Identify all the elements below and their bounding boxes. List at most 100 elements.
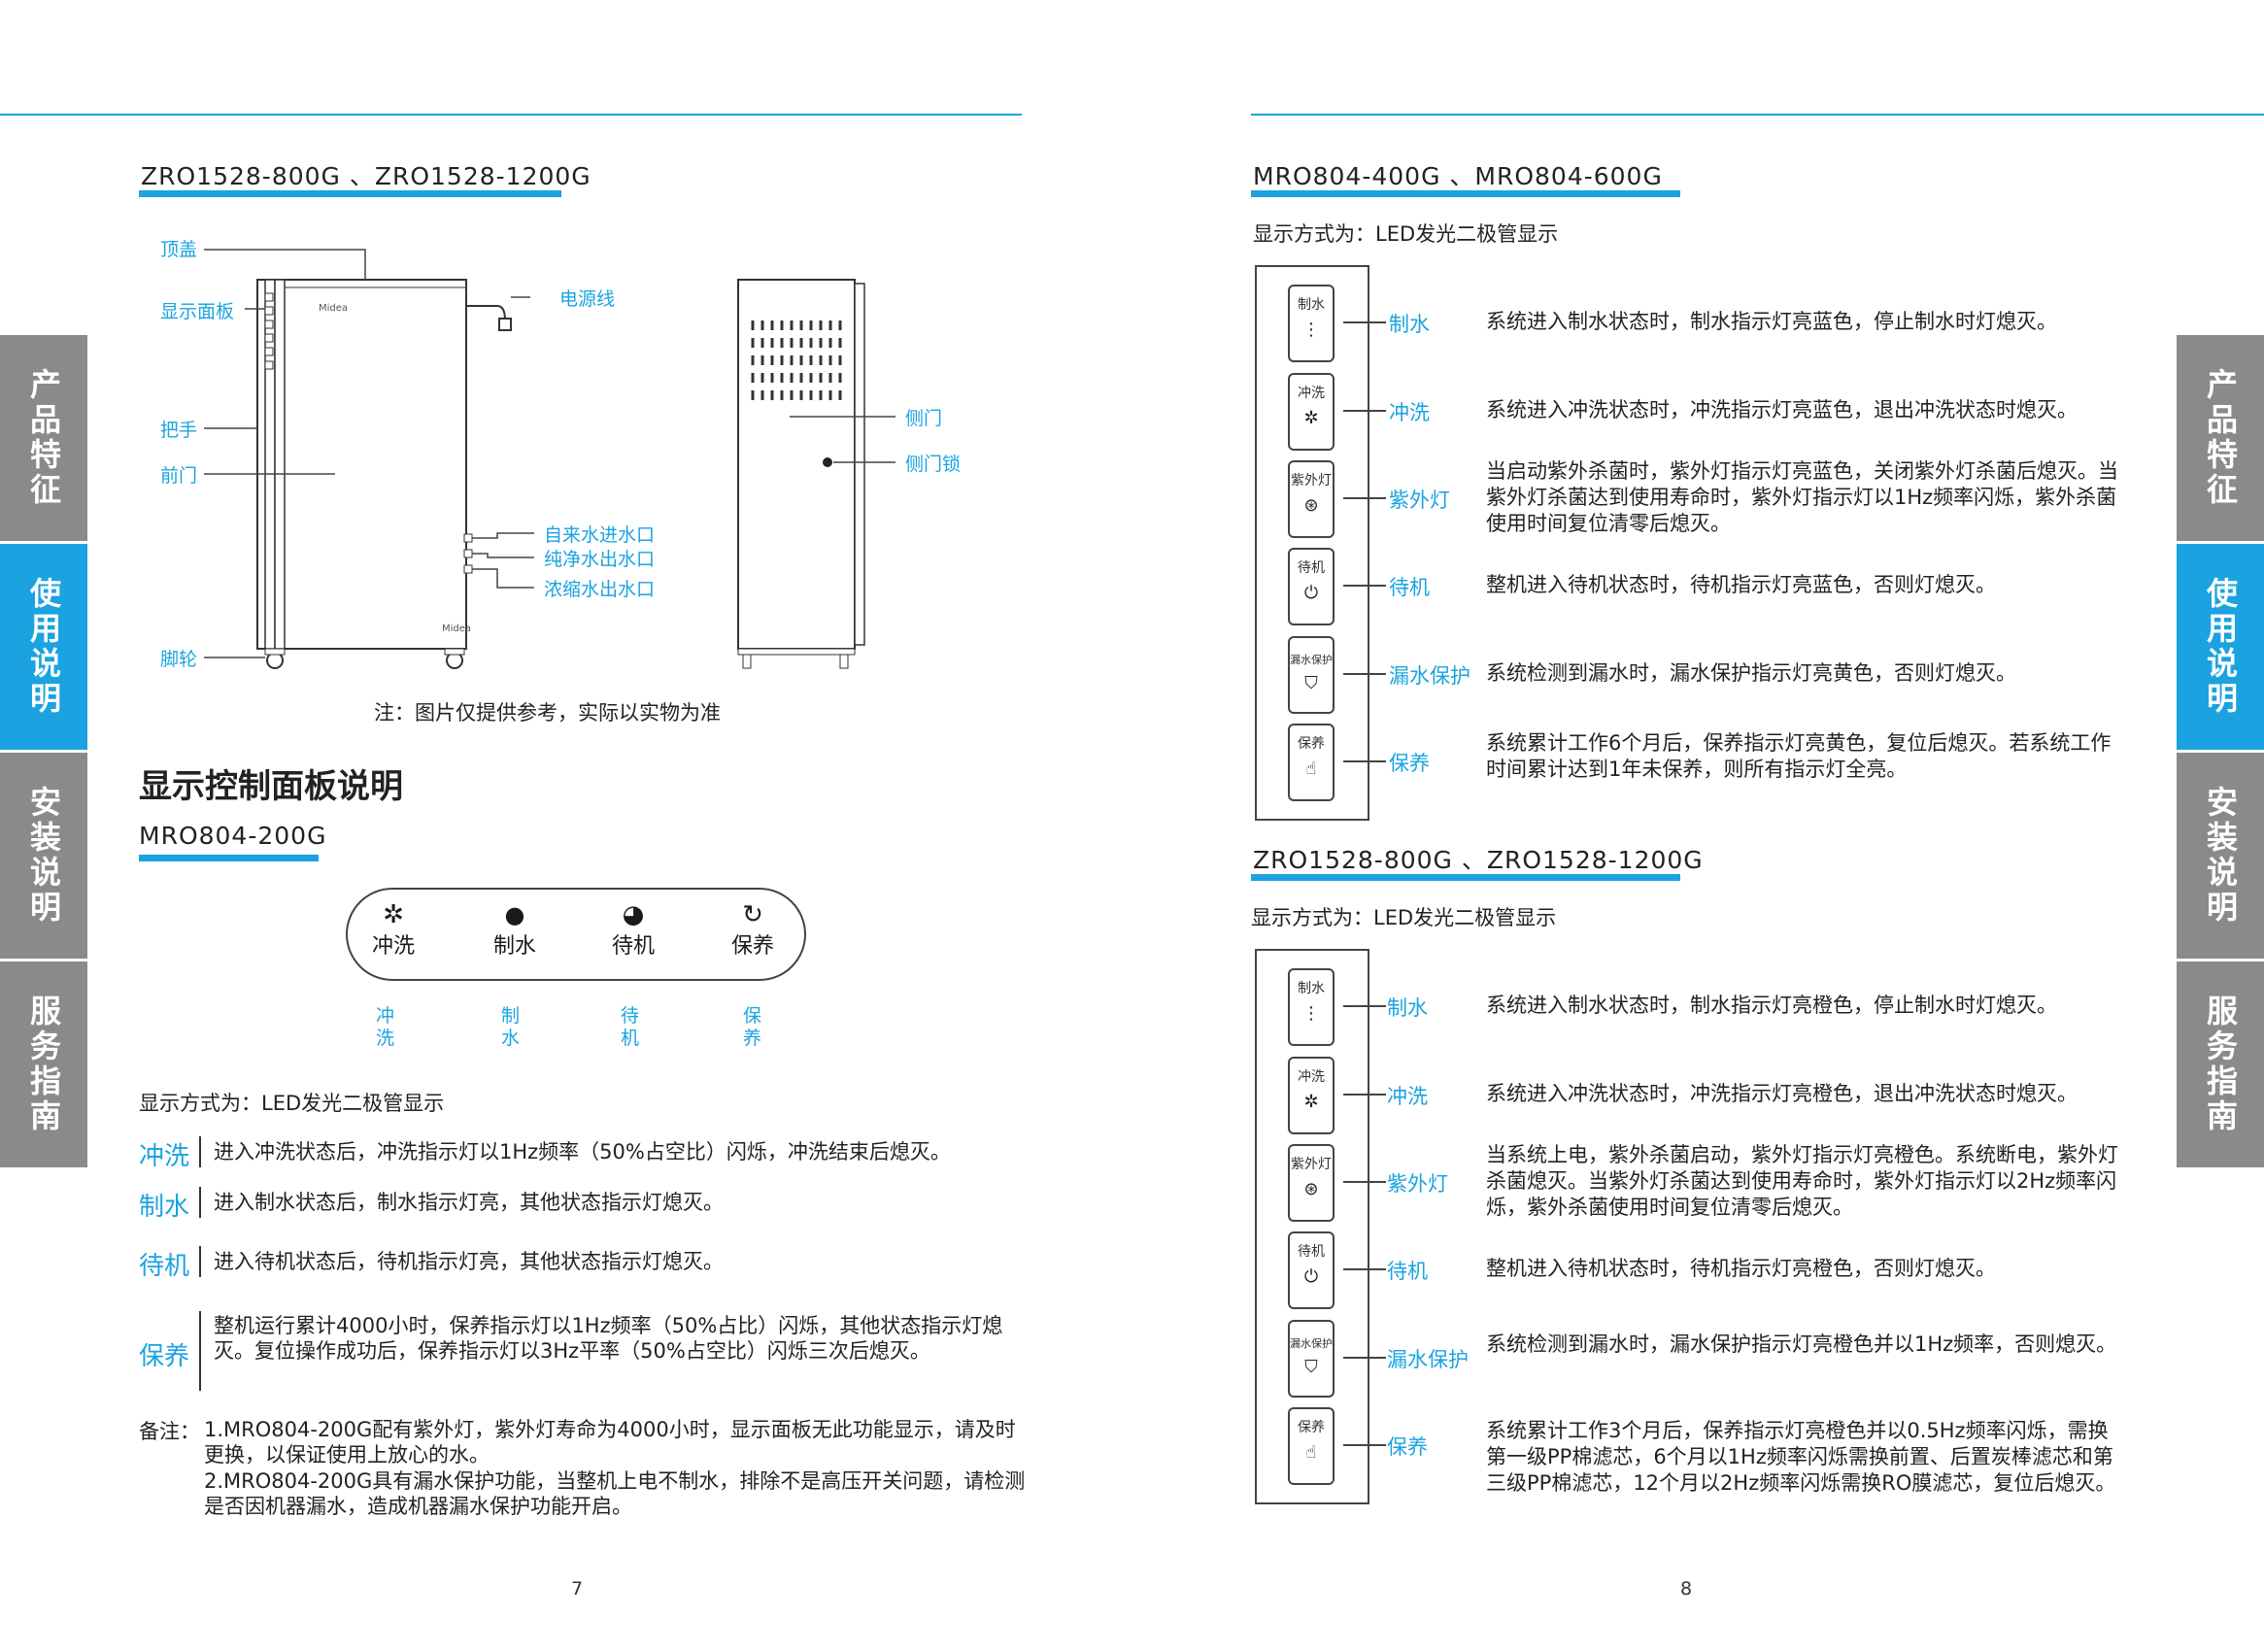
plabel-standby: 待机 [1389,576,1430,599]
pill-button-flush[interactable]: ✲ 冲洗 [359,901,427,960]
desc-label-make-water: 制水 [139,1193,190,1222]
tab-product-features-right[interactable]: 产品特征 [2177,335,2264,541]
leader-line [1343,321,1386,323]
display-mode-right-top: 显示方式为：LED发光二极管显示 [1253,222,1559,246]
page-number-left: 7 [571,1578,584,1600]
flush-icon: ✲ [383,900,404,929]
plabel-maintain: 保养 [1389,752,1430,775]
pdesc-standby: 整机进入待机状态时，待机指示灯亮蓝色，否则灯熄灭。 [1486,573,1996,596]
desc-separator [199,1187,201,1218]
leader-line [1343,1005,1386,1007]
panel-btn-make-water[interactable]: 制水⋮ [1288,285,1335,362]
remark-2: 2.MRO804-200G具有漏水保护功能，当整机上电不制水，排除不是高压开关问… [204,1469,1026,1518]
hand-icon: ☝ [1305,1442,1317,1463]
panel-btn-maintain[interactable]: 保养☝ [1288,724,1335,801]
panel-btn-maintain[interactable]: 保养☝ [1288,1407,1335,1485]
pdesc-make-water: 系统进入制水状态时，制水指示灯亮橙色，停止制水时灯熄灭。 [1486,994,2057,1017]
callout-concentrate-outlet: 浓缩水出水口 [544,579,656,600]
callout-display-panel: 显示面板 [160,301,235,322]
leader-line [1343,673,1386,675]
plabel-flush: 冲洗 [1389,401,1430,424]
callout-caster: 脚轮 [160,649,198,670]
tab-service-right[interactable]: 服务指南 [2177,961,2264,1167]
water-tap-icon: ⋮ [1302,1003,1320,1024]
power-icon: ⏻ [1303,1266,1319,1287]
tab-product-features-left[interactable]: 产品特征 [0,335,87,541]
shield-icon: ⛉ [1304,1357,1318,1377]
plabel-standby: 待机 [1387,1260,1428,1283]
leader-line [1343,1181,1386,1183]
standby-icon: ◕ [622,900,645,929]
desc-label-flush: 冲洗 [139,1142,190,1171]
plabel-maintain: 保养 [1387,1435,1428,1459]
brand-logo-front: Midea [319,303,349,314]
leader-line [1343,585,1386,587]
shield-icon: ⛉ [1304,673,1318,693]
panel-btn-leak-protect[interactable]: 漏水保护⛉ [1288,1320,1335,1398]
pill-vlabel-standby: 待 机 [621,1005,640,1049]
tab-service-left[interactable]: 服务指南 [0,961,87,1167]
leader-line [1343,1444,1386,1446]
model-title-bar [1251,190,1680,197]
leader-line [1343,410,1386,412]
plabel-make-water: 制水 [1387,996,1428,1020]
tab-usage-left[interactable]: 使用说明 [0,544,87,750]
panel-btn-leak-protect[interactable]: 漏水保护⛉ [1288,636,1335,714]
pill-button-standby[interactable]: ◕ 待机 [599,901,667,960]
plabel-make-water: 制水 [1389,313,1430,336]
model-title-bar [1251,874,1680,881]
callout-side-door-lock: 侧门锁 [905,454,962,475]
callout-top-cover: 顶盖 [160,239,198,260]
tab-usage-right[interactable]: 使用说明 [2177,544,2264,750]
pill-button-maintain[interactable]: ↻ 保养 [719,901,787,960]
desc-text-flush: 进入冲洗状态后，冲洗指示灯以1Hz频率（50%占空比）闪烁，冲洗结束后熄灭。 [214,1140,951,1163]
panel-btn-flush[interactable]: 冲洗✲ [1288,1057,1335,1134]
desc-text-standby: 进入待机状态后，待机指示灯亮，其他状态指示灯熄灭。 [214,1250,724,1273]
pill-button-make-water[interactable]: ● 制水 [481,901,549,960]
flush-icon: ✲ [1303,408,1319,428]
panel-btn-make-water[interactable]: 制水⋮ [1288,968,1335,1046]
top-rule-left [0,114,1022,116]
model-title-bar [139,190,561,197]
panel-btn-uv-lamp[interactable]: 紫外灯⊛ [1288,1144,1335,1222]
model-title-bar [139,855,319,861]
plabel-uv-lamp: 紫外灯 [1389,489,1450,512]
callout-handle: 把手 [160,420,198,441]
plabel-leak-protect: 漏水保护 [1389,664,1470,688]
panel-btn-flush[interactable]: 冲洗✲ [1288,373,1335,451]
display-panel-pill [346,888,806,981]
uv-lamp-icon: ⊛ [1303,495,1319,516]
tab-installation-right[interactable]: 安装说明 [2177,753,2264,959]
pdesc-make-water: 系统进入制水状态时，制水指示灯亮蓝色，停止制水时灯熄灭。 [1486,310,2057,333]
desc-separator [199,1136,201,1167]
pdesc-maintain: 系统累计工作6个月后，保养指示灯亮黄色，复位后熄灭。若系统工作时间累计达到1年未… [1486,731,2112,781]
hand-icon: ☝ [1305,759,1317,779]
panel-btn-standby[interactable]: 待机⏻ [1288,548,1335,625]
pill-vlabel-make-water: 制 水 [501,1005,521,1049]
image-note: 注：图片仅提供参考，实际以实物为准 [374,701,721,725]
panel-btn-standby[interactable]: 待机⏻ [1288,1231,1335,1309]
pdesc-leak-protect: 系统检测到漏水时，漏水保护指示灯亮黄色，否则灯熄灭。 [1486,661,2016,685]
water-tap-icon: ⋮ [1302,320,1320,340]
desc-text-maintain: 整机运行累计4000小时，保养指示灯以1Hz频率（50%占比）闪烁，其他状态指示… [214,1314,1003,1363]
callout-tap-inlet: 自来水进水口 [544,524,656,546]
pill-vlabel-maintain: 保 养 [743,1005,762,1049]
tab-installation-left[interactable]: 安装说明 [0,753,87,959]
plabel-uv-lamp: 紫外灯 [1387,1172,1448,1196]
display-mode-left: 显示方式为：LED发光二极管显示 [139,1092,445,1115]
model-title-mro200: MRO804-200G [139,822,327,850]
leader-line [1343,1357,1386,1359]
machine-diagram: Midea 顶盖 显示面板 把手 前门 脚轮 电源线 自来水进水口 纯净水出水口… [136,223,991,680]
uv-lamp-icon: ⊛ [1303,1179,1319,1199]
remarks-prefix: 备注： [139,1420,200,1443]
model-title-zro-right: ZRO1528-800G 、ZRO1528-1200G [1253,846,1704,874]
panel-btn-uv-lamp[interactable]: 紫外灯⊛ [1288,460,1335,538]
model-title-mro400: MRO804-400G 、MRO804-600G [1253,162,1663,190]
callout-pure-outlet: 纯净水出水口 [544,549,656,570]
pill-vlabel-flush: 冲 洗 [376,1005,395,1049]
section-heading: 显示控制面板说明 [139,767,403,806]
pdesc-flush: 系统进入冲洗状态时，冲洗指示灯亮蓝色，退出冲洗状态时熄灭。 [1486,398,2078,421]
remark-1: 1.MRO804-200G配有紫外灯，紫外灯寿命为4000小时，显示面板无此功能… [204,1418,1016,1467]
top-rule-right [1251,114,2264,116]
refresh-icon: ↻ [742,900,763,929]
